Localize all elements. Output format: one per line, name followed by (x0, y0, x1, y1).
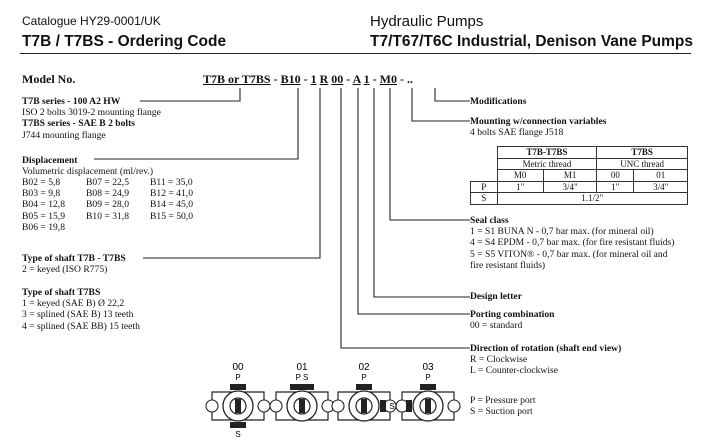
page-subtitle-right: Hydraulic Pumps (370, 13, 484, 30)
mounting-desc: 4 bolts SAE flange J518 (470, 127, 564, 139)
table-cell: 1.1/2" (496, 192, 688, 205)
table-thread-header: UNC thread (596, 157, 688, 170)
rotation-item: R = Clockwise (470, 354, 528, 366)
rotation-title: Direction of rotation (shaft end view) (470, 343, 622, 354)
porting-diagram-03: 03 P S (389, 362, 461, 422)
shaft-t7bs-item: 1 = keyed (SAE B) Ø 22,2 (22, 298, 125, 310)
shaft-t7b-item: 2 = keyed (ISO R775) (22, 264, 108, 276)
t7b-series-title: T7B series - 100 A2 HW (22, 96, 121, 107)
catalogue-number: Catalogue HY29-0001/UK (22, 14, 161, 28)
diagram-port-top: P S (296, 373, 309, 382)
design-letter-title: Design letter (470, 291, 522, 302)
seal-item: 1 = S1 BUNA N - 0,7 bar max. (for minera… (470, 226, 654, 238)
diagram-port-bottom: S (235, 430, 240, 439)
displacement-value: B15 = 50,0 (150, 210, 193, 222)
displacement-title: Displacement (22, 155, 78, 166)
code-seal: 1 (363, 72, 370, 86)
shaft-t7bs-title: Type of shaft T7BS (22, 287, 101, 298)
displacement-value: B11 = 35,0 (150, 177, 193, 188)
port-legend: P = Pressure port S = Suction port (470, 395, 536, 417)
shaft-t7bs-item: 3 = splined (SAE B) 13 teeth (22, 309, 134, 321)
page-title-left: T7B / T7BS - Ordering Code (22, 33, 227, 50)
table-code: 01 (633, 169, 688, 182)
diagram-code: 02 (358, 362, 370, 373)
table-cell: 1" (596, 180, 635, 193)
mounting-table: T7B-T7BS T7BS Metric thread UNC thread M… (470, 146, 688, 205)
modifications-title: Modifications (470, 96, 527, 107)
diagram-code: 01 (296, 362, 308, 373)
displacement-value: B09 = 28,0 (86, 199, 129, 211)
seal-item: 5 = S5 VITON® - 0,7 bar max. (for minera… (470, 248, 668, 260)
displacement-desc: Volumetric displacement (ml/rev.) (22, 166, 154, 178)
displacement-value: B12 = 41,0 (150, 188, 193, 200)
table-group-header: T7BS (596, 146, 688, 159)
diagram-port-left: S (389, 402, 394, 411)
shaft-t7bs-section: Type of shaft T7BS 1 = keyed (SAE B) Ø 2… (22, 287, 140, 332)
port-legend-item: P = Pressure port (470, 395, 536, 406)
code-modifications: .. (406, 72, 413, 86)
diagram-port-top: P (425, 373, 430, 382)
table-cell: 3/4" (633, 180, 688, 193)
code-rotation: R (319, 72, 329, 86)
diagram-code: 00 (232, 362, 244, 373)
page-title-right: T7/T67/T6C Industrial, Denison Vane Pump… (370, 33, 693, 50)
displacement-value: B04 = 12,8 (22, 199, 65, 211)
displacement-value: B14 = 45,0 (150, 199, 193, 211)
port-legend-item: S = Suction port (470, 406, 533, 418)
t7bs-series-title: T7BS series - SAE B 2 bolts (22, 118, 136, 130)
displacement-grid: B02 = 5,8 B07 = 22,5 B11 = 35,0 B03 = 9,… (22, 177, 212, 233)
t7b-series-desc: ISO 2 bolts 3019-2 mounting flange (22, 107, 161, 119)
displacement-section: Displacement Volumetric displacement (ml… (22, 155, 153, 177)
code-design: A (352, 72, 361, 86)
seal-item: 4 = S4 EPDM - 0,7 bar max. (for fire res… (470, 237, 675, 249)
rotation-item: L = Counter-clockwise (470, 365, 558, 377)
header-rule (20, 53, 691, 54)
seal-section: Seal class 1 = S1 BUNA N - 0,7 bar max. … (470, 215, 674, 271)
mounting-section: Mounting w/connection variables 4 bolts … (470, 116, 606, 138)
mounting-title: Mounting w/connection variables (470, 116, 607, 127)
shaft-t7b-title: Type of shaft T7B - T7BS (22, 253, 126, 264)
series-section: T7B series - 100 A2 HW ISO 2 bolts 3019-… (22, 96, 161, 141)
code-displacement: B10 (280, 72, 301, 86)
table-cell: 3/4" (542, 180, 598, 193)
porting-section: Porting combination 00 = standard (470, 309, 554, 331)
displacement-value: B08 = 24,9 (86, 188, 129, 200)
table-code: M1 (542, 169, 598, 182)
t7bs-series-desc: J744 mounting flange (22, 129, 106, 141)
diagram-port-top: P (361, 373, 366, 382)
porting-title: Porting combination (470, 309, 555, 320)
table-code: 00 (596, 169, 635, 182)
seal-title: Seal class (470, 215, 509, 226)
diagram-port-top: P (235, 373, 240, 382)
porting-diagram-02: 02 P S (331, 362, 403, 422)
displacement-value: B02 = 5,8 (22, 177, 61, 188)
rotation-section: Direction of rotation (shaft end view) R… (470, 343, 621, 377)
model-code: T7B or T7BS - B10 - 1 R 00 - A 1 - M0 - … (203, 72, 413, 86)
porting-diagram-00: 00 P S (205, 362, 271, 439)
displacement-value: B03 = 9,8 (22, 188, 61, 200)
table-group-header: T7B-T7BS (496, 146, 598, 159)
displacement-value: B05 = 15,9 (22, 210, 65, 222)
displacement-value: B07 = 22,5 (86, 177, 129, 188)
shaft-t7bs-item: 4 = splined (SAE BB) 15 teeth (22, 320, 140, 332)
porting-item: 00 = standard (470, 320, 523, 332)
porting-diagram-01: 01 P S (269, 362, 335, 422)
code-shaft: 1 (310, 72, 317, 86)
diagram-code: 03 (422, 362, 434, 373)
table-cell: 1" (496, 180, 544, 193)
code-porting: 00 (331, 72, 344, 86)
displacement-value: B06 = 19,8 (22, 221, 65, 233)
table-thread-header: Metric thread (496, 157, 598, 170)
seal-item: fire resistant fluids) (470, 259, 546, 271)
model-label: Model No. (22, 72, 76, 86)
code-series: T7B or T7BS (203, 72, 271, 86)
code-mounting: M0 (379, 72, 397, 86)
shaft-t7b-section: Type of shaft T7B - T7BS 2 = keyed (ISO … (22, 253, 126, 275)
displacement-value: B10 = 31,8 (86, 210, 129, 222)
